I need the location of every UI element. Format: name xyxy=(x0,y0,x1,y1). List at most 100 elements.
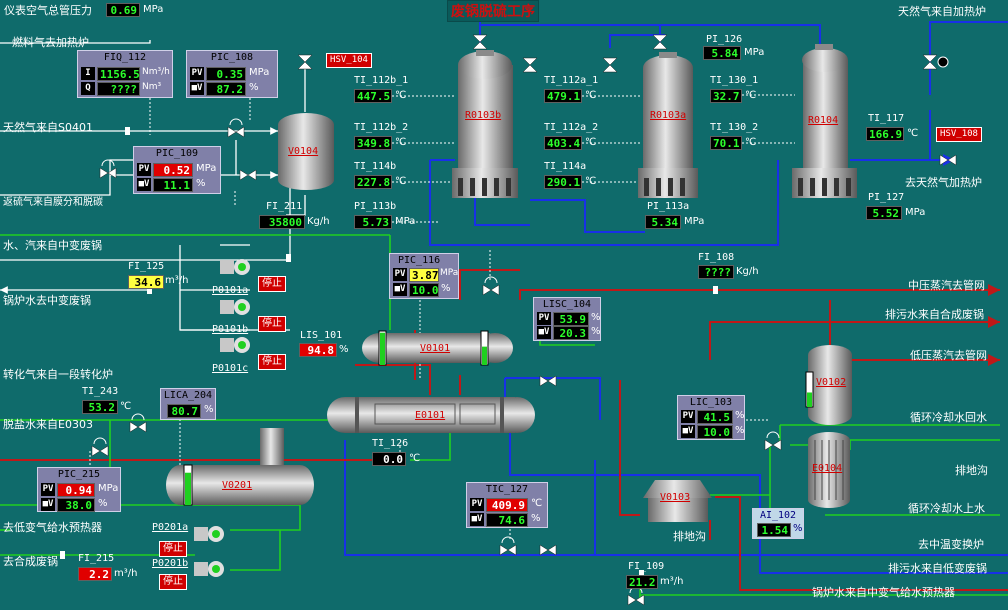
panel-fiq-112[interactable]: FIQ_112 I 1156.5 Nm³/h Q ???? Nm³ xyxy=(77,50,173,98)
ti-114a-value[interactable]: 290.1 xyxy=(544,175,582,189)
row-key: PV xyxy=(393,268,407,281)
fiq-112-rate-value[interactable]: 1156.5 xyxy=(97,67,140,81)
stream-fuel-gas: 燃料气去加热炉 xyxy=(12,36,89,49)
unit: MPa xyxy=(249,67,270,78)
tic-127-mv-value[interactable]: 74.6 xyxy=(486,513,528,527)
ti-112b-2-tag: TI_112b_2 xyxy=(354,122,409,133)
unit: MPa xyxy=(684,216,705,227)
tag-p0101c[interactable]: P0101c xyxy=(212,363,249,374)
unit: MPa xyxy=(98,483,119,494)
tag-p0101a[interactable]: P0101a xyxy=(212,285,249,296)
pi-127-value[interactable]: 5.52 xyxy=(866,206,902,220)
ti-243-value[interactable]: 53.2 xyxy=(82,400,118,414)
pi-113b-value[interactable]: 5.73 xyxy=(354,215,392,229)
reactor-r0104 xyxy=(792,44,857,198)
panel-lisc-104[interactable]: LISC_104 PV 53.9 % ■V 20.3 % xyxy=(533,297,601,341)
pic-108-pv-value[interactable]: 0.35 xyxy=(206,67,246,81)
fi-215-value[interactable]: 2.2 xyxy=(78,567,112,581)
fi-108-value[interactable]: ???? xyxy=(698,265,734,279)
pic-215-pv-value[interactable]: 0.94 xyxy=(57,483,95,497)
ti-112a-1-value[interactable]: 479.1 xyxy=(544,89,582,103)
tag-v0101[interactable]: V0101 xyxy=(420,343,451,354)
stream-blowdown-in: 排污水来自合成废锅 xyxy=(885,308,984,321)
tag-r0103a[interactable]: R0103a xyxy=(650,110,687,121)
lisc-104-pv-value[interactable]: 53.9 xyxy=(553,312,589,326)
panel-lica-204[interactable]: LICA_204 80.7 % xyxy=(160,388,216,420)
pic-215-mv-value[interactable]: 38.0 xyxy=(57,498,95,512)
valves xyxy=(91,34,957,606)
ti-112b-1-value[interactable]: 447.5 xyxy=(354,89,392,103)
fi-108-tag: FI_108 xyxy=(698,252,735,263)
hsv-108-button[interactable]: HSV_108 xyxy=(936,127,982,142)
lis-101-value[interactable]: 94.8 xyxy=(299,343,337,357)
pi-126-value[interactable]: 5.84 xyxy=(703,46,741,60)
fi-211-value[interactable]: 35800 xyxy=(259,215,305,229)
fi-109-value[interactable]: 21.2 xyxy=(626,575,658,589)
tag-v0201[interactable]: V0201 xyxy=(222,480,253,491)
unit: % xyxy=(339,344,349,355)
tag-e0104[interactable]: E0104 xyxy=(812,463,843,474)
tag-p0101b[interactable]: P0101b xyxy=(212,324,249,335)
unit: ℃ xyxy=(585,90,597,101)
ti-130-2-value[interactable]: 70.1 xyxy=(710,136,742,150)
pic-108-mv-value[interactable]: 87.2 xyxy=(206,82,246,96)
row-key: ■V xyxy=(190,82,204,95)
ti-112b-2-value[interactable]: 349.8 xyxy=(354,136,392,150)
hsv-104-button[interactable]: HSV_104 xyxy=(326,53,372,68)
row-key: ■V xyxy=(681,425,695,438)
pic-116-pv-value[interactable]: 3.87 xyxy=(409,268,439,282)
ai-102-value[interactable]: 1.54 xyxy=(757,523,791,537)
fi-109-tag: FI_109 xyxy=(628,561,665,572)
tic-127-pv-value[interactable]: 409.9 xyxy=(486,498,528,512)
pi-127-tag: PI_127 xyxy=(868,192,905,203)
flow-elements xyxy=(60,127,718,578)
p0201b-status-button[interactable]: 停止 xyxy=(159,574,187,590)
fi-125-value[interactable]: 34.6 xyxy=(128,275,164,289)
ti-130-1-value[interactable]: 32.7 xyxy=(710,89,742,103)
p0101a-status-button[interactable]: 停止 xyxy=(258,276,286,292)
tag-v0102[interactable]: V0102 xyxy=(816,377,847,388)
pic-109-pv-value[interactable]: 0.52 xyxy=(153,163,193,177)
p0201a-status-button[interactable]: 停止 xyxy=(159,541,187,557)
p0101b-status-button[interactable]: 停止 xyxy=(258,316,286,332)
ti-114a-tag: TI_114a xyxy=(544,161,587,172)
lic-103-mv-value[interactable]: 10.0 xyxy=(697,425,733,439)
tag-v0103[interactable]: V0103 xyxy=(660,492,691,503)
ti-112a-2-value[interactable]: 403.4 xyxy=(544,136,582,150)
lica-204-value[interactable]: 80.7 xyxy=(167,404,201,418)
fi-215-tag: FI_215 xyxy=(78,553,115,564)
unit: MPa xyxy=(905,207,926,218)
tag-v0104[interactable]: V0104 xyxy=(288,146,319,157)
air-pressure-value[interactable]: 0.69 xyxy=(106,3,140,17)
pi-113a-value[interactable]: 5.34 xyxy=(645,215,681,229)
panel-pic-108[interactable]: PIC_108 PV 0.35 MPa ■V 87.2 % xyxy=(186,50,278,98)
panel-lic-103[interactable]: LIC_103 PV 41.5 % ■V 10.0 % xyxy=(677,395,745,440)
panel-pic-116[interactable]: PIC_116 PV 3.87 MPa ■V 10.0 % xyxy=(389,253,459,299)
tag-p0201a[interactable]: P0201a xyxy=(152,522,189,533)
pic-109-mv-value[interactable]: 11.1 xyxy=(153,178,193,192)
pic-116-mv-value[interactable]: 10.0 xyxy=(409,283,439,297)
lic-103-pv-value[interactable]: 41.5 xyxy=(697,410,733,424)
lisc-104-mv-value[interactable]: 20.3 xyxy=(553,326,589,340)
row-key: ■V xyxy=(537,326,551,339)
panel-pic-109[interactable]: PIC_109 PV 0.52 MPa ■V 11.1 % xyxy=(133,146,221,194)
ti-114b-value[interactable]: 227.8 xyxy=(354,175,392,189)
tag-p0201b[interactable]: P0201b xyxy=(152,558,189,569)
unit: % xyxy=(793,523,803,534)
stream-boiler-water-to: 锅炉水去中变废锅 xyxy=(3,294,91,307)
tag-e0101[interactable]: E0101 xyxy=(415,410,446,421)
v0101-right-level-gauge-fill xyxy=(482,346,487,365)
tag-r0104[interactable]: R0104 xyxy=(808,115,839,126)
ti-117-value[interactable]: 166.9 xyxy=(866,127,904,141)
tag-r0103b[interactable]: R0103b xyxy=(465,110,502,121)
fiq-112-total-value[interactable]: ???? xyxy=(97,82,140,96)
unit: ℃ xyxy=(745,137,757,148)
panel-tic-127[interactable]: TIC_127 PV 409.9 ℃ ■V 74.6 % xyxy=(466,482,548,528)
ti-126-value[interactable]: 0.0 xyxy=(372,452,406,466)
v0101-left-level-gauge-fill xyxy=(380,332,385,365)
unit: ℃ xyxy=(585,137,597,148)
panel-ai-102[interactable]: AI_102 1.54 % xyxy=(752,508,804,539)
panel-pic-215[interactable]: PIC_215 PV 0.94 MPa ■V 38.0 % xyxy=(37,467,121,512)
ti-243-tag: TI_243 xyxy=(82,386,119,397)
p0101c-status-button[interactable]: 停止 xyxy=(258,354,286,370)
